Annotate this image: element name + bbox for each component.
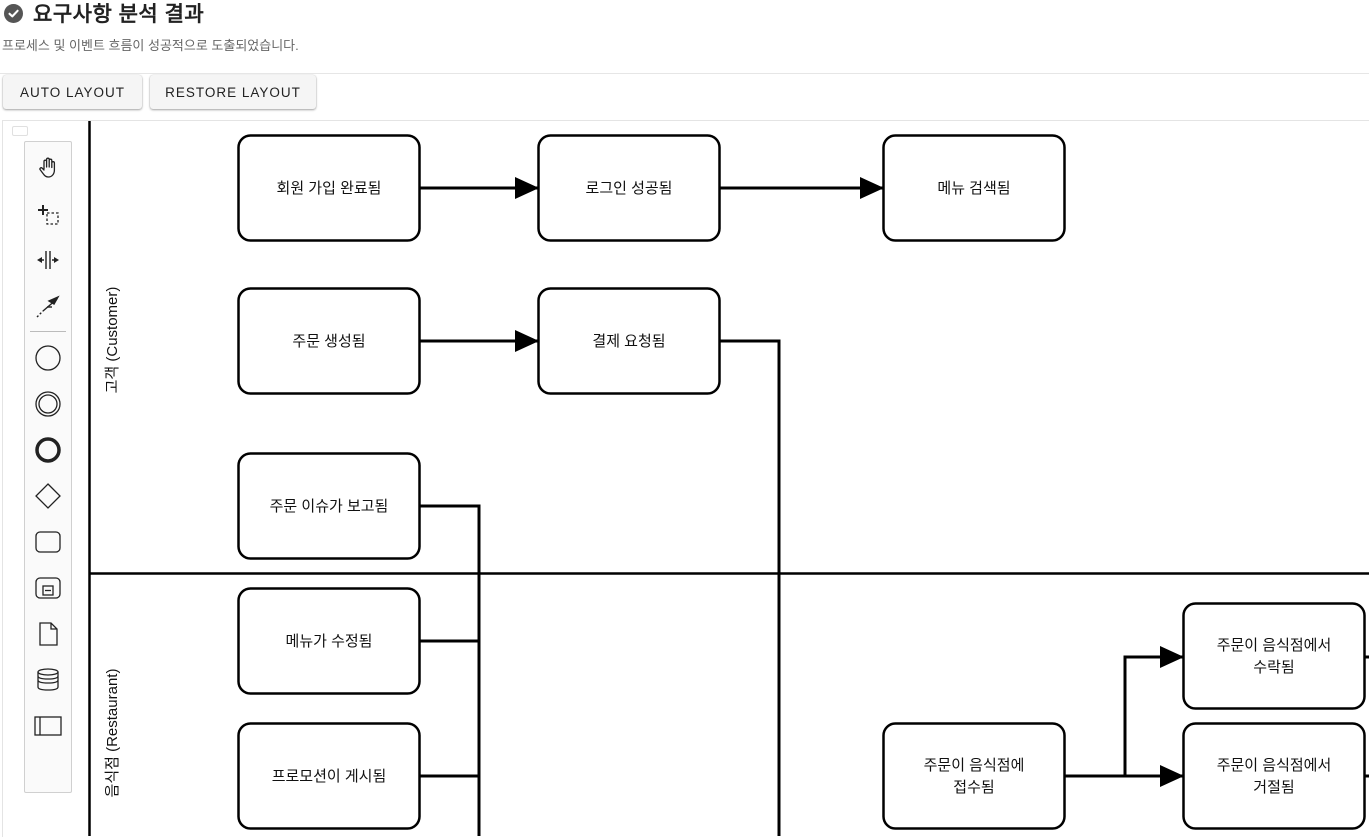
- lasso-tool-icon[interactable]: [33, 199, 63, 229]
- node-label: 주문 이슈가 보고됨: [270, 498, 389, 515]
- event-payment-requested[interactable]: 결제 요청됨: [537, 287, 721, 395]
- event-order-created[interactable]: 주문 생성됨: [237, 287, 421, 395]
- start-event-icon[interactable]: [33, 343, 63, 373]
- node-label: 메뉴가 수정됨: [286, 633, 373, 650]
- event-order-received[interactable]: 주문이 음식점에 접수됨: [882, 722, 1066, 830]
- page-subtitle: 프로세스 및 이벤트 흐름이 성공적으로 도출되었습니다.: [2, 38, 299, 53]
- event-order-issue-reported[interactable]: 주문 이슈가 보고됨: [237, 452, 421, 560]
- space-tool-icon[interactable]: [33, 245, 63, 275]
- node-label: 접수됨: [953, 779, 994, 796]
- event-menu-updated[interactable]: 메뉴가 수정됨: [237, 587, 421, 695]
- node-label: 로그인 성공됨: [586, 180, 673, 197]
- flow-received-accepted[interactable]: [1123, 646, 1184, 776]
- node-label: 메뉴 검색됨: [937, 180, 1010, 197]
- node-label: 결제 요청됨: [592, 333, 665, 350]
- event-login-succeeded[interactable]: 로그인 성공됨: [537, 134, 721, 242]
- node-label: 회원 가입 완료됨: [277, 180, 382, 197]
- palette-separator: [30, 331, 66, 332]
- node-label: 수락됨: [1253, 659, 1294, 676]
- global-connect-icon[interactable]: [33, 291, 63, 321]
- subprocess-icon[interactable]: [33, 573, 63, 603]
- canvas-corner-handle[interactable]: [12, 126, 28, 136]
- data-store-icon[interactable]: [33, 665, 63, 695]
- flow-payment-down[interactable]: [720, 339, 781, 836]
- page-title: 요구사항 분석 결과: [33, 3, 205, 26]
- event-order-rejected[interactable]: 주문이 음식점에서 거절됨: [1182, 722, 1366, 830]
- lane-label-customer: 고객 (Customer): [104, 287, 121, 394]
- node-label: 주문이 음식점에: [924, 757, 1025, 774]
- intermediate-event-icon[interactable]: [33, 389, 63, 419]
- node-label: 주문 생성됨: [292, 333, 365, 350]
- node-label: 주문이 음식점에서: [1217, 637, 1332, 654]
- lane-label-restaurant: 음식점 (Restaurant): [104, 669, 121, 798]
- gateway-icon[interactable]: [33, 481, 63, 511]
- event-promotion-posted[interactable]: 프로모션이 게시됨: [237, 722, 421, 830]
- node-label: 거절됨: [1253, 779, 1294, 796]
- restore-layout-button[interactable]: RESTORE LAYOUT: [150, 75, 316, 109]
- end-event-icon[interactable]: [33, 435, 63, 465]
- event-signup-completed[interactable]: 회원 가입 완료됨: [237, 134, 421, 242]
- event-menu-searched[interactable]: 메뉴 검색됨: [882, 134, 1066, 242]
- flow-issue-down[interactable]: [420, 504, 481, 836]
- task-icon[interactable]: [33, 527, 63, 557]
- title-row: 요구사항 분석 결과: [4, 0, 204, 26]
- node-label: 주문이 음식점에서: [1217, 757, 1332, 774]
- tool-palette: [24, 141, 72, 793]
- hand-tool-icon[interactable]: [33, 153, 63, 183]
- participant-icon[interactable]: [33, 711, 63, 741]
- event-order-accepted[interactable]: 주문이 음식점에서 수락됨: [1182, 602, 1366, 710]
- auto-layout-button[interactable]: AUTO LAYOUT: [3, 75, 142, 109]
- data-object-icon[interactable]: [33, 619, 63, 649]
- node-label: 프로모션이 게시됨: [272, 768, 387, 785]
- check-circle-icon: [4, 3, 23, 23]
- divider: [0, 73, 1369, 74]
